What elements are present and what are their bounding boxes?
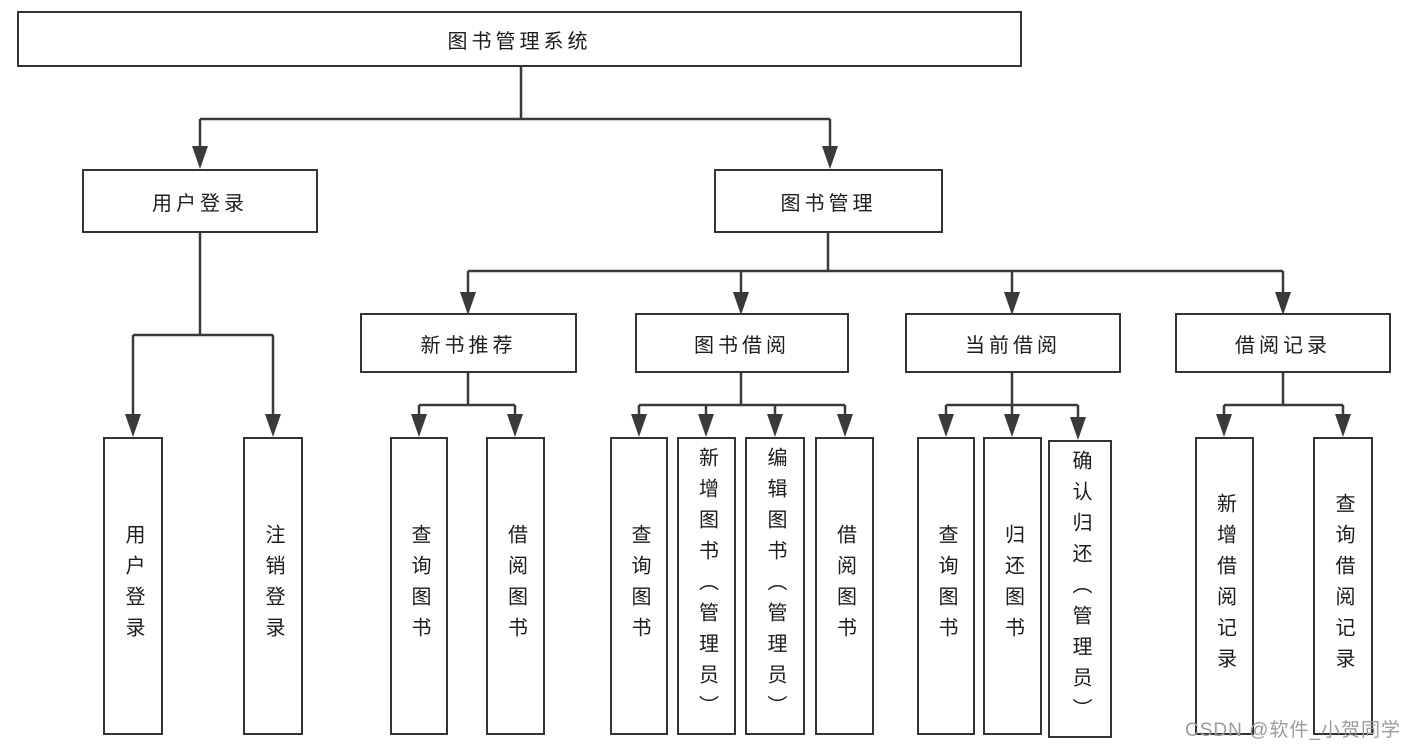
arrow-down-icon [192, 146, 208, 169]
node-root-system: 图书管理系统 [17, 11, 1022, 67]
leaf-return-books: 归还图书 [983, 437, 1042, 735]
leaf-borrow-books-recommend: 借阅图书 [486, 437, 545, 735]
arrow-down-icon [507, 414, 523, 437]
leaf-label: 查询图书 [935, 524, 957, 648]
leaf-borrow-books-borrowing: 借阅图书 [815, 437, 874, 735]
leaf-query-books-current: 查询图书 [917, 437, 975, 735]
leaf-add-borrow-record: 新增借阅记录 [1195, 437, 1254, 735]
node-borrowing-records: 借阅记录 [1175, 313, 1391, 373]
leaf-label: 注销登录 [262, 524, 284, 648]
leaf-label: 归还图书 [1001, 524, 1024, 648]
arrow-down-icon [767, 414, 783, 437]
leaf-label: 确认归还（管理员） [1069, 449, 1091, 729]
node-user-login: 用户登录 [82, 169, 318, 233]
leaf-label: 查询图书 [408, 524, 430, 648]
arrow-down-icon [631, 414, 647, 437]
node-book-borrowing: 图书借阅 [635, 313, 849, 373]
arrow-down-icon [733, 292, 749, 315]
leaf-confirm-return-admin: 确认归还（管理员） [1048, 440, 1112, 738]
arrow-down-icon [1275, 292, 1291, 315]
arrow-down-icon [698, 414, 714, 437]
arrow-down-icon [822, 146, 838, 169]
leaf-label: 查询借阅记录 [1332, 493, 1354, 679]
arrow-down-icon [1070, 417, 1086, 440]
node-current-borrowing: 当前借阅 [905, 313, 1121, 373]
leaf-label: 新增借阅记录 [1213, 493, 1236, 679]
arrow-down-icon [460, 292, 476, 315]
leaf-edit-books-admin: 编辑图书（管理员） [745, 437, 805, 735]
leaf-label: 借阅图书 [504, 524, 527, 648]
leaf-logout: 注销登录 [243, 437, 303, 735]
leaf-label: 查询图书 [628, 524, 650, 648]
leaf-label: 借阅图书 [833, 524, 856, 648]
arrow-down-icon [1004, 414, 1020, 437]
leaf-label: 编辑图书（管理员） [764, 446, 786, 726]
leaf-query-books-borrowing: 查询图书 [610, 437, 668, 735]
leaf-label: 用户登录 [122, 524, 144, 648]
csdn-watermark: CSDN @软件_小贺同学 [1185, 720, 1401, 741]
arrowheads [125, 146, 1351, 440]
arrow-down-icon [1004, 292, 1020, 315]
node-new-book-recommend: 新书推荐 [360, 313, 577, 373]
arrow-down-icon [1335, 414, 1351, 437]
leaf-label: 新增图书（管理员） [695, 446, 718, 726]
leaf-query-borrow-record: 查询借阅记录 [1313, 437, 1373, 735]
leaf-query-books-recommend: 查询图书 [390, 437, 448, 735]
arrow-down-icon [411, 414, 427, 437]
arrow-down-icon [1216, 414, 1232, 437]
arrow-down-icon [125, 414, 141, 437]
arrow-down-icon [837, 414, 853, 437]
leaf-add-books-admin: 新增图书（管理员） [677, 437, 736, 735]
arrow-down-icon [938, 414, 954, 437]
arrow-down-icon [265, 414, 281, 437]
node-book-management: 图书管理 [714, 169, 943, 233]
leaf-user-login: 用户登录 [103, 437, 163, 735]
